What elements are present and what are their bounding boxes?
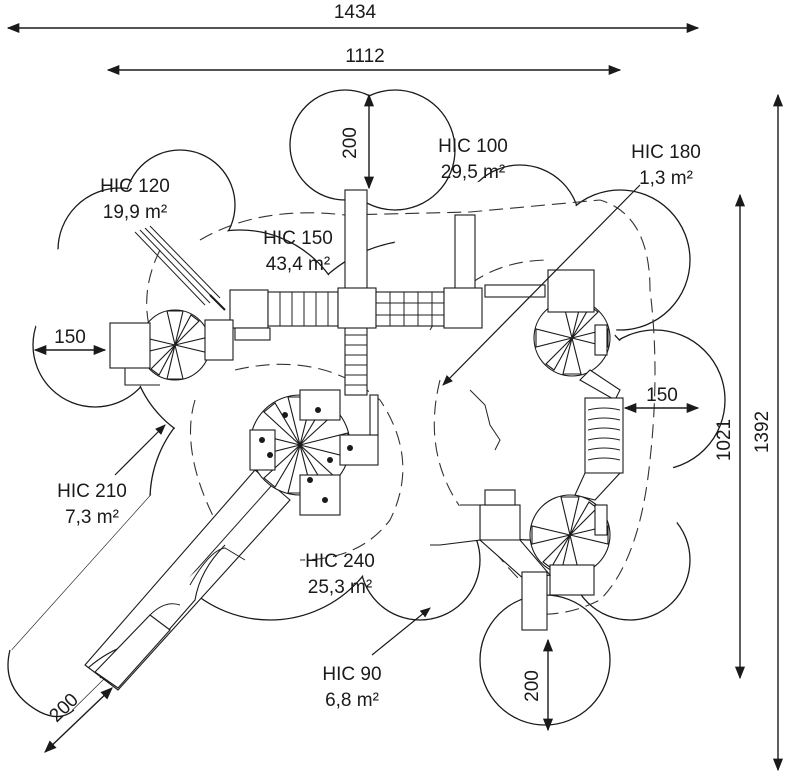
right-tower-upper xyxy=(533,269,611,377)
hic120-area: 19,9 m² xyxy=(103,202,167,223)
dimension-lines xyxy=(6,22,784,772)
dim-right-inner: 1021 xyxy=(714,419,735,461)
hic240-area: 25,3 m² xyxy=(308,577,372,598)
right-tower-lower xyxy=(529,494,611,596)
hic180-name: HIC 180 xyxy=(631,142,701,163)
hic100-name: HIC 100 xyxy=(438,136,508,157)
hic100-area: 29,5 m² xyxy=(441,162,505,183)
hic240-name: HIC 240 xyxy=(305,551,375,572)
dim-zone-bottom: 200 xyxy=(522,670,543,702)
hic-labels: HIC 100 29,5 m² HIC 120 19,9 m² HIC 150 … xyxy=(57,136,701,711)
hic210-area: 7,3 m² xyxy=(65,507,119,528)
hic150-area: 43,4 m² xyxy=(266,254,330,275)
top-posts xyxy=(344,189,476,291)
dim-zone-right: 150 xyxy=(646,385,678,406)
dim-top-inner: 1112 xyxy=(345,46,384,67)
dim-right-outer: 1392 xyxy=(752,411,773,453)
hic180-area: 1,3 m² xyxy=(639,168,693,189)
upper-bridge xyxy=(229,284,546,341)
central-tower xyxy=(249,389,379,516)
left-tower xyxy=(109,225,234,386)
hic210-name: HIC 210 xyxy=(57,481,127,502)
hic90-name: HIC 90 xyxy=(322,664,381,685)
hic90-area: 6,8 m² xyxy=(325,690,379,711)
lower-platform xyxy=(430,389,552,631)
leader-lines xyxy=(114,184,641,656)
dim-zone-top: 200 xyxy=(340,127,361,159)
dim-zone-left: 150 xyxy=(54,327,86,348)
dim-top-outer: 1434 xyxy=(334,2,377,23)
right-bridge xyxy=(574,369,624,501)
slide xyxy=(84,469,291,691)
hic120-name: HIC 120 xyxy=(100,176,170,197)
hic150-name: HIC 150 xyxy=(263,228,333,249)
